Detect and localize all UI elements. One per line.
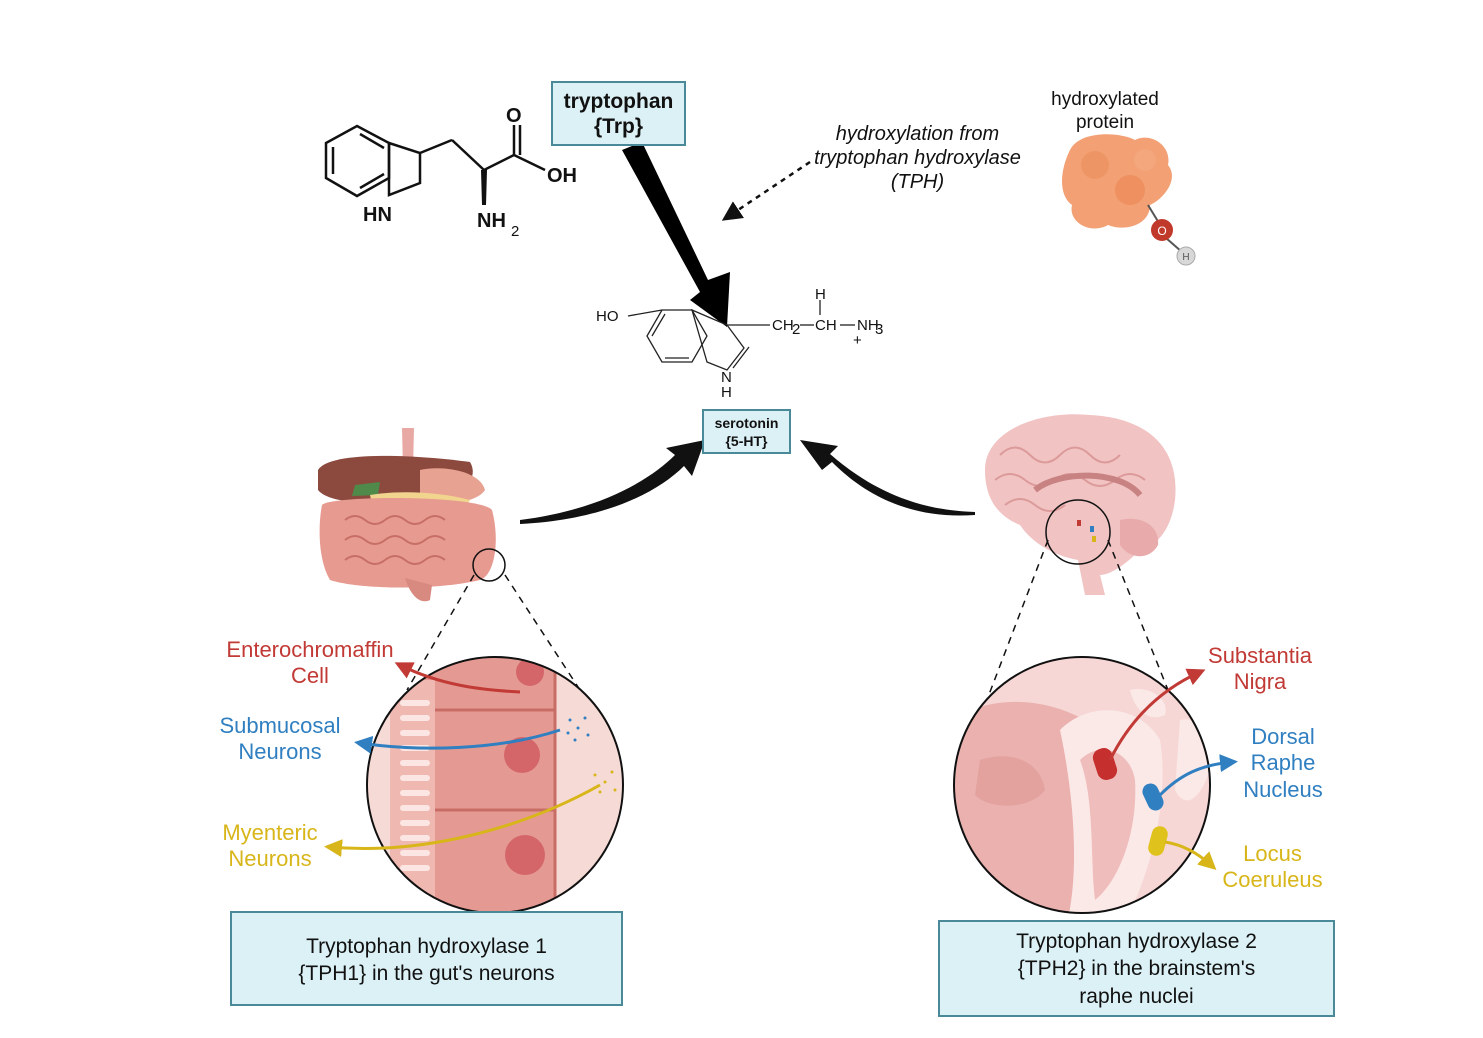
tph1-box: Tryptophan hydroxylase 1 {TPH1} in the g… — [230, 911, 623, 1006]
myenteric-line1: Myenteric — [222, 820, 318, 845]
hydrogen-label: H — [1182, 252, 1189, 263]
ch2-subscript: 2 — [792, 321, 800, 338]
brain-to-serotonin-arrow — [800, 440, 975, 516]
tryptophan-structure — [324, 124, 546, 198]
serotonin-structure — [627, 300, 855, 371]
gut-zoom-line-left — [406, 574, 475, 691]
gut-zoom-line-right — [504, 574, 581, 691]
tph2-line2: {TPH2} in the brainstem's — [1017, 957, 1256, 981]
protein-line1: hydroxylated — [1051, 89, 1159, 110]
enterochromaffin-label: Enterochromaffin Cell — [200, 637, 420, 690]
tryptophan-abbr: {Trp} — [593, 115, 643, 139]
myenteric-line2: Neurons — [228, 846, 312, 872]
dorsal-line2: Raphe — [1250, 750, 1316, 776]
serotonin-abbr: {5-HT} — [725, 432, 768, 449]
brain-zoom-line-left — [984, 539, 1049, 706]
tph2-box: Tryptophan hydroxylase 2 {TPH2} in the b… — [938, 920, 1335, 1017]
trp-oxygen-label: O — [506, 105, 522, 127]
h-top-label: H — [815, 286, 826, 303]
n-label: N — [721, 369, 732, 386]
gut-zoom-marker — [472, 548, 506, 582]
ch2-label: CH — [772, 317, 794, 334]
digestive-system-illustration — [318, 428, 506, 602]
tph1-line1: Tryptophan hydroxylase 1 — [306, 935, 547, 958]
tryptophan-name: tryptophan — [563, 90, 674, 113]
hydroxylation-line1: hydroxylation from — [835, 123, 1000, 145]
brainstem-zoom — [953, 656, 1211, 914]
tph1-line2: {TPH1} in the gut's neurons — [298, 962, 555, 986]
submucosal-line1: Submucosal — [219, 713, 341, 738]
tph2-line1: Tryptophan hydroxylase 2 — [1016, 930, 1257, 953]
substantia-arrow — [1108, 668, 1206, 761]
submucosal-line2: Neurons — [238, 739, 322, 765]
hydroxylation-line3: (TPH) — [890, 171, 945, 193]
wedge-bond — [481, 170, 487, 205]
substantia-nigra-label: Substantia Nigra — [1195, 643, 1325, 696]
substantia-line1: Substantia — [1208, 643, 1312, 668]
dorsal-raphe-marker — [1142, 783, 1164, 811]
enterochromaffin-line2: Cell — [291, 663, 329, 689]
enterochromaffin-arrow — [394, 662, 521, 694]
h-bottom-label: H — [721, 384, 732, 401]
nh3-label: NH — [857, 317, 879, 334]
oxygen-label: O — [1157, 224, 1166, 238]
trp-nh2-label: NH — [477, 210, 506, 232]
myenteric-arrow — [324, 783, 601, 858]
submucosal-label: Submucosal Neurons — [200, 713, 360, 766]
ch-label: CH — [815, 317, 837, 334]
tryptophan-box: tryptophan {Trp} — [551, 81, 686, 146]
brain-zoom-marker — [1045, 499, 1111, 565]
plus-charge: + — [853, 332, 862, 349]
dorsal-line1: Dorsal — [1251, 724, 1315, 749]
locus-coeruleus-label: Locus Coeruleus — [1210, 841, 1335, 894]
protein-label: hydroxylated protein — [1030, 89, 1180, 135]
trp-nh2-subscript: 2 — [511, 223, 519, 240]
dorsal-line3: Nucleus — [1243, 776, 1323, 802]
hydroxylation-line2: tryptophan hydroxylase — [814, 147, 1021, 169]
locus-arrow — [1164, 840, 1217, 871]
tph2-line3: raphe nuclei — [1079, 984, 1194, 1008]
hydroxylation-label: hydroxylation from tryptophan hydroxylas… — [800, 122, 1035, 194]
protein-blob — [1062, 134, 1196, 266]
synthesis-arrow — [622, 142, 730, 327]
hydroxylation-arrow — [721, 160, 811, 221]
submucosal-arrow — [354, 728, 561, 754]
locus-line1: Locus — [1243, 841, 1302, 866]
ho-label: HO — [596, 308, 619, 325]
protein-line2: protein — [1075, 111, 1135, 133]
dorsal-raphe-arrow — [1158, 754, 1238, 797]
serotonin-box: serotonin {5-HT} — [702, 409, 791, 454]
oxygen-atom — [1151, 219, 1173, 241]
trp-hn-label: HN — [363, 204, 392, 226]
locus-coeruleus-marker — [1148, 826, 1168, 856]
enterochromaffin-line1: Enterochromaffin — [226, 637, 394, 662]
brain-illustration — [985, 414, 1176, 595]
substantia-line2: Nigra — [1233, 669, 1287, 695]
nh3-subscript: 3 — [875, 321, 883, 338]
brain-zoom-line-right — [1107, 539, 1169, 691]
myenteric-label: Myenteric Neurons — [205, 820, 335, 873]
hydrogen-atom — [1176, 246, 1196, 266]
gut-tissue-zoom — [366, 656, 624, 914]
trp-oh-label: OH — [547, 165, 577, 187]
locus-line2: Coeruleus — [1222, 867, 1323, 893]
dorsal-raphe-label: Dorsal Raphe Nucleus — [1228, 724, 1338, 803]
serotonin-name: serotonin — [714, 415, 779, 431]
gut-to-serotonin-arrow — [520, 440, 705, 524]
